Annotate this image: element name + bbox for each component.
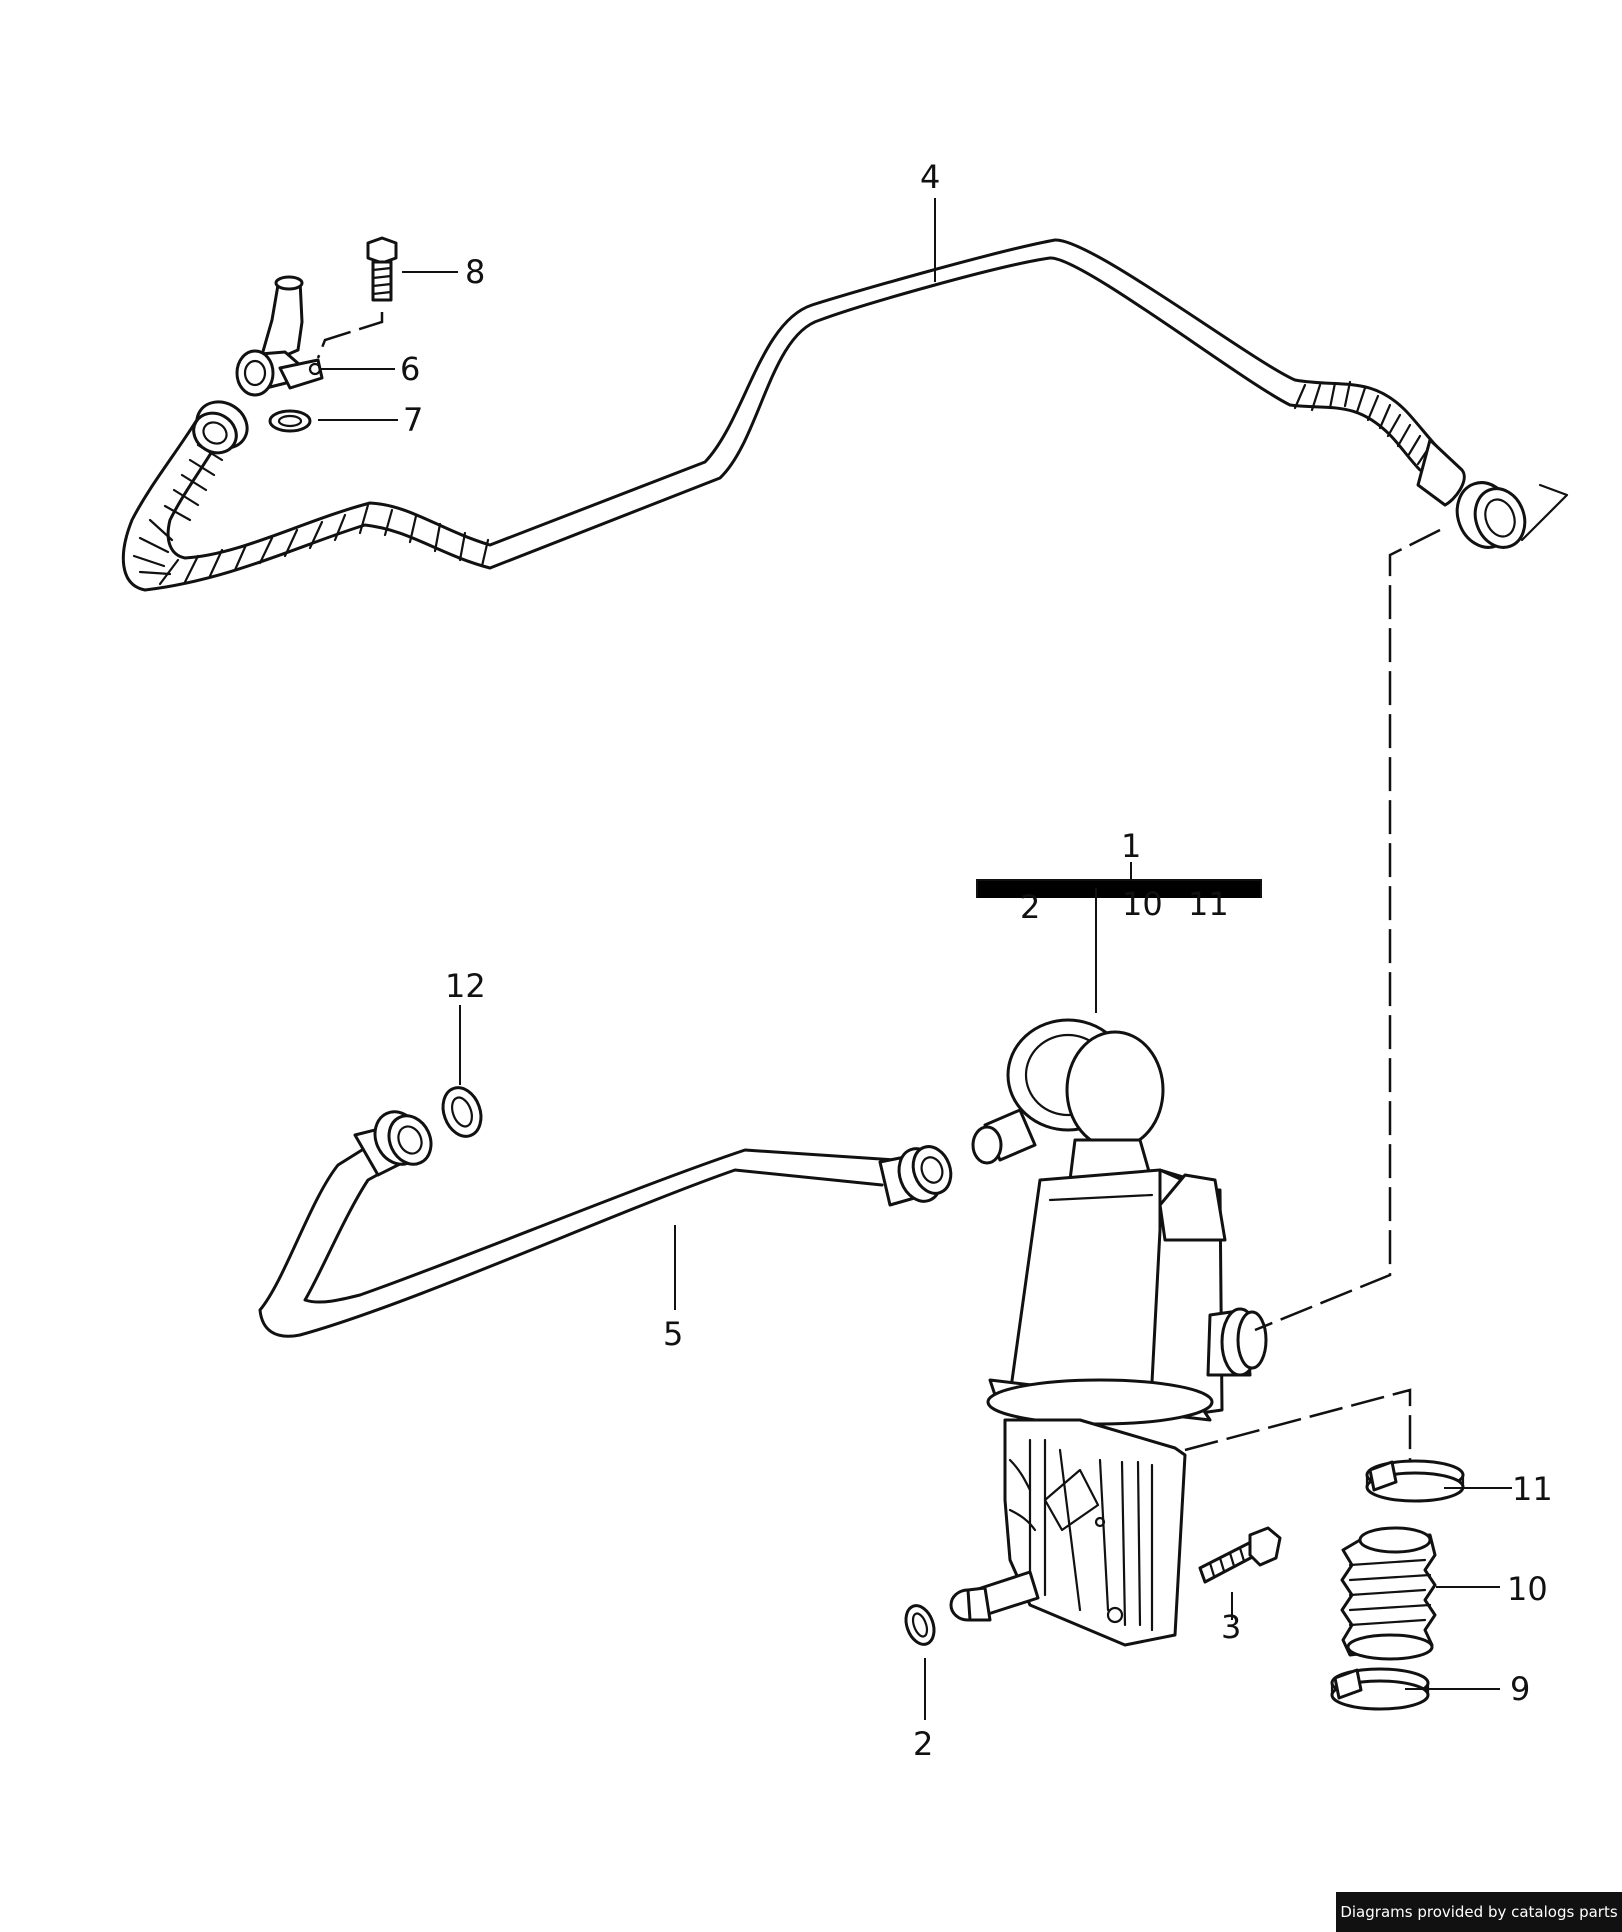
hose-5 xyxy=(258,1110,953,1338)
hose-5-right-fitting xyxy=(878,1145,953,1207)
callout-7: 7 xyxy=(403,401,423,439)
callout-11: 11 xyxy=(1512,1470,1553,1508)
separator-side-port xyxy=(1206,1307,1268,1377)
callout-1-sub-2: 2 xyxy=(1020,888,1040,926)
bolt-8 xyxy=(316,236,398,359)
o-ring-12 xyxy=(441,1086,483,1138)
callout-10: 10 xyxy=(1507,1570,1548,1608)
oil-separator xyxy=(949,1018,1268,1647)
seal-ring-2 xyxy=(904,1604,936,1646)
seal-ring-7 xyxy=(268,409,312,433)
hose-4-right-fitting xyxy=(1416,438,1569,549)
callout-3: 3 xyxy=(1221,1608,1241,1646)
seal-ring-7-inner xyxy=(277,414,303,428)
callout-12: 12 xyxy=(445,967,486,1005)
callout-1: 1 xyxy=(1121,827,1141,865)
bolt-3 xyxy=(1198,1526,1282,1584)
rubber-boot-10 xyxy=(1340,1526,1437,1661)
hose-4-corrugation-left xyxy=(132,428,490,586)
callout-5: 5 xyxy=(663,1315,683,1353)
separator-bracket xyxy=(1003,1418,1187,1647)
credit-banner: Diagrams provided by catalogs parts xyxy=(1336,1892,1622,1932)
hose-4 xyxy=(121,238,1569,592)
hose-4-left-fitting xyxy=(192,400,249,455)
hose-5-left-fitting xyxy=(353,1110,433,1177)
callout-2: 2 xyxy=(913,1725,933,1763)
callout-1-sub-10: 10 xyxy=(1122,885,1163,923)
seal-ring-2-inner xyxy=(911,1612,929,1638)
callout-4: 4 xyxy=(920,158,940,196)
elbow-connector xyxy=(235,275,324,397)
separator-bottom-nozzle xyxy=(949,1570,1040,1622)
o-ring-12-inner xyxy=(451,1096,473,1128)
hose-clamp-9 xyxy=(1330,1667,1430,1711)
callout-8: 8 xyxy=(465,253,485,291)
callout-9: 9 xyxy=(1510,1670,1530,1708)
callout-6: 6 xyxy=(400,350,420,388)
connection-line-bracket-to-clamps xyxy=(1184,1388,1412,1460)
leader-lines xyxy=(318,198,1512,1720)
hose-4-corrugation-right xyxy=(1293,380,1432,466)
hose-clamp-11 xyxy=(1365,1459,1465,1503)
connection-line-hose4-to-port xyxy=(1254,528,1441,1332)
callout-1-sub-11: 11 xyxy=(1188,885,1229,923)
